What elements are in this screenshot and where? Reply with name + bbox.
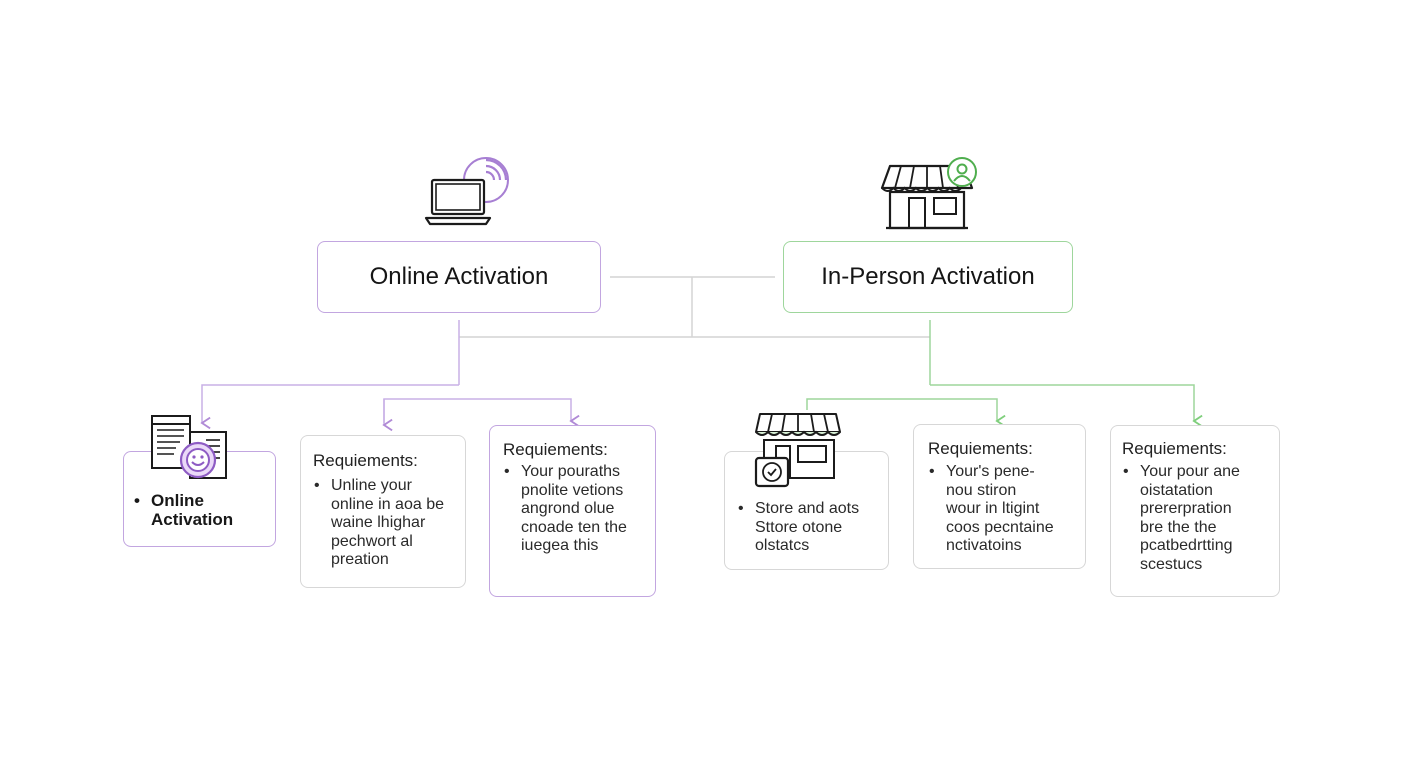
in-person-activation-header: In-Person Activation bbox=[783, 241, 1073, 313]
requirements-title: Requiements: bbox=[503, 440, 608, 459]
in-person-activation-title: In-Person Activation bbox=[821, 263, 1035, 290]
storefront-person-icon bbox=[880, 157, 977, 230]
list-item: Online Activation bbox=[133, 491, 233, 529]
list-item: Your's pene- nou stiron wour in ltigint … bbox=[928, 463, 1054, 556]
list-item: Your pour ane oistatation prererpration … bbox=[1122, 463, 1240, 574]
online-activation-title: Online Activation bbox=[369, 263, 549, 290]
in-person-requirements-card-2: Requiements: Your pour ane oistatation p… bbox=[1110, 425, 1280, 597]
online-requirements-card-1: Requiements: Unline your online in aoa b… bbox=[300, 435, 466, 588]
requirements-title: Requiements: bbox=[928, 439, 1033, 458]
online-tree-connector bbox=[200, 320, 580, 432]
list-item: Unline your online in aoa be waine lhigh… bbox=[313, 477, 444, 570]
documents-smile-icon bbox=[151, 415, 227, 479]
list-item: Store and aots Sttore otone olstatcs bbox=[737, 500, 859, 556]
list-item: Your pouraths pnolite vetions angrond ol… bbox=[503, 463, 627, 556]
online-activation-header: Online Activation bbox=[317, 241, 601, 313]
header-link-connector bbox=[459, 276, 930, 338]
requirements-title: Requiements: bbox=[1122, 439, 1227, 458]
requirements-title: Requiements: bbox=[313, 451, 418, 470]
in-person-requirements-card-1: Requiements: Your's pene- nou stiron wou… bbox=[913, 424, 1086, 569]
storefront-badge-icon bbox=[754, 413, 841, 488]
in-person-tree-connector bbox=[806, 320, 1203, 428]
online-requirements-card-2: Requiements: Your pouraths pnolite vetio… bbox=[489, 425, 656, 597]
laptop-signal-icon bbox=[424, 157, 509, 226]
